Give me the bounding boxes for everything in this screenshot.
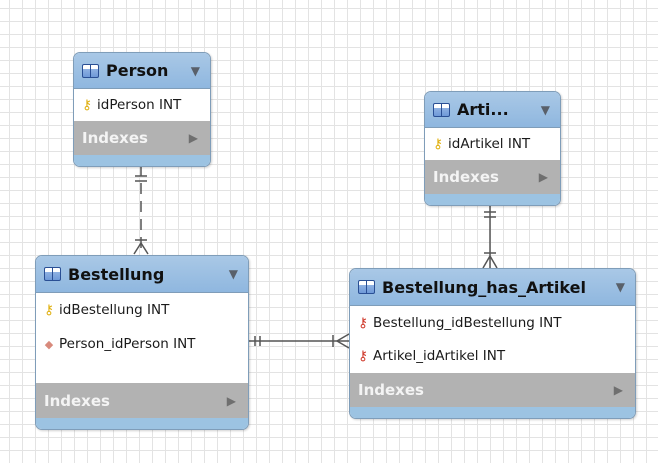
red-key-icon: ⚷ [358, 347, 368, 364]
red-key-icon: ⚷ [358, 314, 368, 331]
key-icon: ⚷ [82, 97, 92, 113]
table-title: Bestellung [68, 264, 165, 284]
indexes-label: Indexes [82, 129, 148, 147]
table-header[interactable]: Bestellung_has_Artikel ▼ [350, 269, 635, 306]
table-header[interactable]: Person ▼ [74, 53, 210, 89]
triangle-right-icon[interactable]: ▶ [188, 131, 198, 145]
table-title: Bestellung_has_Artikel [382, 277, 586, 297]
relationship-artikel-bestellung-has-artikel[interactable] [482, 204, 498, 269]
column-row[interactable]: ⚷ Artikel_idArtikel INT [350, 339, 635, 372]
triangle-right-icon[interactable]: ▶ [226, 393, 236, 408]
table-header[interactable]: Arti... ▼ [425, 92, 560, 128]
table-icon [358, 280, 375, 294]
triangle-down-icon[interactable]: ▼ [228, 267, 238, 281]
column-list: ⚷ Bestellung_idBestellung INT ⚷ Artikel_… [350, 306, 635, 373]
column-row[interactable]: ⚷ idArtikel INT [425, 129, 560, 159]
triangle-down-icon[interactable]: ▼ [615, 280, 625, 294]
column-list: ⚷ idBestellung INT ◆ Person_idPerson INT [36, 293, 248, 383]
table-bestellung[interactable]: Bestellung ▼ ⚷ idBestellung INT ◆ Person… [35, 255, 249, 430]
relationship-bestellung-bestellung-has-artikel[interactable] [247, 333, 350, 349]
table-footer [74, 155, 210, 166]
indexes-section[interactable]: Indexes ▶ [350, 373, 635, 407]
table-bestellung-has-artikel[interactable]: Bestellung_has_Artikel ▼ ⚷ Bestellung_id… [349, 268, 636, 419]
table-person[interactable]: Person ▼ ⚷ idPerson INT Indexes ▶ [73, 52, 211, 167]
triangle-down-icon[interactable]: ▼ [190, 63, 200, 78]
triangle-right-icon[interactable]: ▶ [613, 383, 623, 397]
indexes-section[interactable]: Indexes ▶ [74, 121, 210, 155]
table-header[interactable]: Bestellung ▼ [36, 256, 248, 293]
column-list: ⚷ idArtikel INT [425, 128, 560, 160]
column-row[interactable]: ⚷ idPerson INT [74, 90, 210, 120]
triangle-right-icon[interactable]: ▶ [538, 170, 548, 184]
indexes-label: Indexes [358, 381, 424, 399]
column-name: Artikel_idArtikel INT [373, 347, 506, 364]
table-artikel[interactable]: Arti... ▼ ⚷ idArtikel INT Indexes ▶ [424, 91, 561, 206]
indexes-section[interactable]: Indexes ▶ [36, 383, 248, 418]
column-list: ⚷ idPerson INT [74, 89, 210, 121]
indexes-label: Indexes [44, 391, 110, 410]
indexes-section[interactable]: Indexes ▶ [425, 160, 560, 194]
table-footer [36, 418, 248, 429]
relationship-person-bestellung[interactable] [133, 165, 149, 255]
table-footer [350, 407, 635, 418]
column-name: idBestellung INT [59, 302, 170, 318]
table-icon [433, 102, 450, 117]
column-row[interactable]: ◆ Person_idPerson INT [36, 327, 248, 361]
table-title: Arti... [457, 100, 509, 119]
column-name: idPerson INT [97, 97, 182, 113]
table-title: Person [106, 61, 169, 80]
triangle-down-icon[interactable]: ▼ [540, 102, 550, 117]
column-name: Bestellung_idBestellung INT [373, 314, 562, 331]
table-icon [82, 63, 99, 78]
column-name: idArtikel INT [448, 136, 531, 152]
key-icon: ⚷ [44, 302, 54, 318]
indexes-label: Indexes [433, 168, 499, 186]
column-row[interactable]: ⚷ idBestellung INT [36, 293, 248, 327]
table-footer [425, 194, 560, 205]
table-icon [44, 267, 61, 281]
column-name: Person_idPerson INT [59, 336, 196, 352]
diamond-icon: ◆ [44, 337, 54, 351]
column-row[interactable]: ⚷ Bestellung_idBestellung INT [350, 306, 635, 339]
key-icon: ⚷ [433, 136, 443, 152]
